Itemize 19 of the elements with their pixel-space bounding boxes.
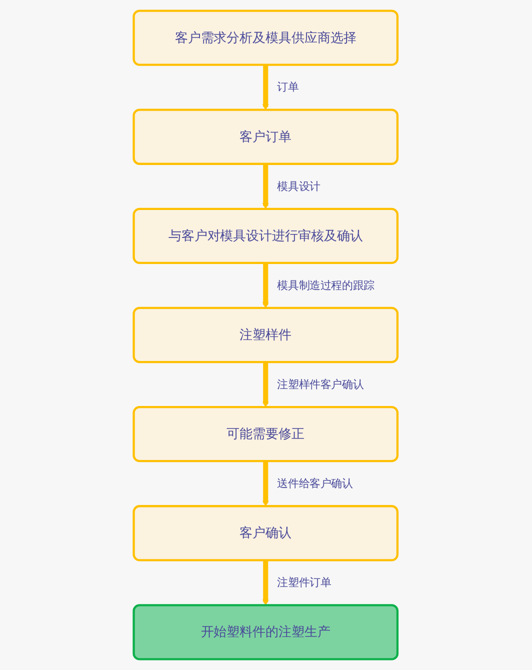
arrow	[262, 262, 270, 308]
arrow	[262, 461, 270, 506]
arrow	[262, 164, 270, 210]
node-box: 开始塑料件的注塑生产	[133, 604, 399, 660]
edge-label: 模具设计	[278, 180, 321, 193]
edge-label: 送件给客户确认	[278, 476, 354, 490]
node-box: 注塑样件	[133, 306, 399, 364]
edge-label: 模具制造过程的跟踪	[278, 278, 375, 292]
node-box: 客户确认	[133, 505, 399, 562]
node-box: 可能需要修正	[133, 406, 399, 462]
edge-label: 订单	[278, 80, 300, 94]
node-box: 与客户对模具设计进行审核及确认	[133, 208, 399, 264]
node-box: 客户订单	[133, 108, 399, 165]
arrow	[262, 560, 270, 606]
edge-label: 注塑件订单	[278, 576, 332, 589]
arrow	[262, 64, 270, 110]
node-box: 客户需求分析及模具供应商选择	[133, 10, 399, 66]
edge-label: 注塑样件客户确认	[278, 378, 364, 391]
arrow	[262, 362, 270, 408]
